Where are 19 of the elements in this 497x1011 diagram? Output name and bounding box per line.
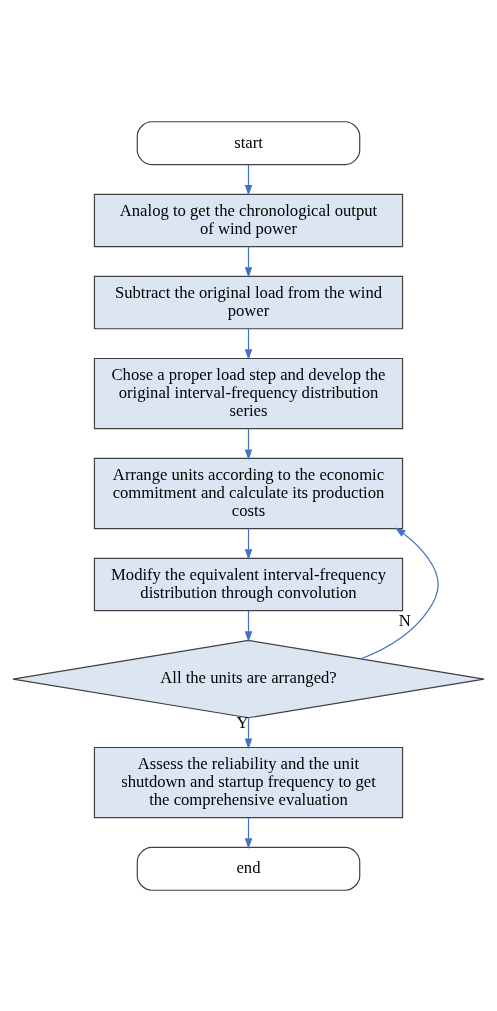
arrow	[244, 427, 253, 460]
arrow	[244, 609, 253, 642]
arrow	[244, 716, 253, 749]
arrow	[244, 816, 253, 849]
edge-label: N	[398, 610, 411, 629]
node-box: start	[136, 120, 361, 165]
node-box: Subtract the original load from the wind power	[93, 275, 404, 329]
node-box: Assess the reliability and the unit shutdown and startup frequency to get the comprehensive evaluation	[93, 746, 404, 818]
arrow	[244, 327, 253, 360]
arrow	[244, 245, 253, 278]
node-box: Arrange units according to the economic commitment and calculate its production costs	[93, 457, 404, 529]
node-box: end	[136, 846, 361, 891]
node-box: Analog to get the chronological output of wind power	[93, 193, 404, 247]
arrow	[244, 527, 253, 560]
node-box: Chose a proper load step and develop the original interval-frequency distribution series	[93, 357, 404, 429]
arrow	[360, 527, 439, 659]
node-diamond: All the units are arranged?	[12, 639, 485, 718]
arrow	[244, 163, 253, 196]
node-box: Modify the equivalent interval-frequency distribution through convolution	[93, 557, 404, 611]
